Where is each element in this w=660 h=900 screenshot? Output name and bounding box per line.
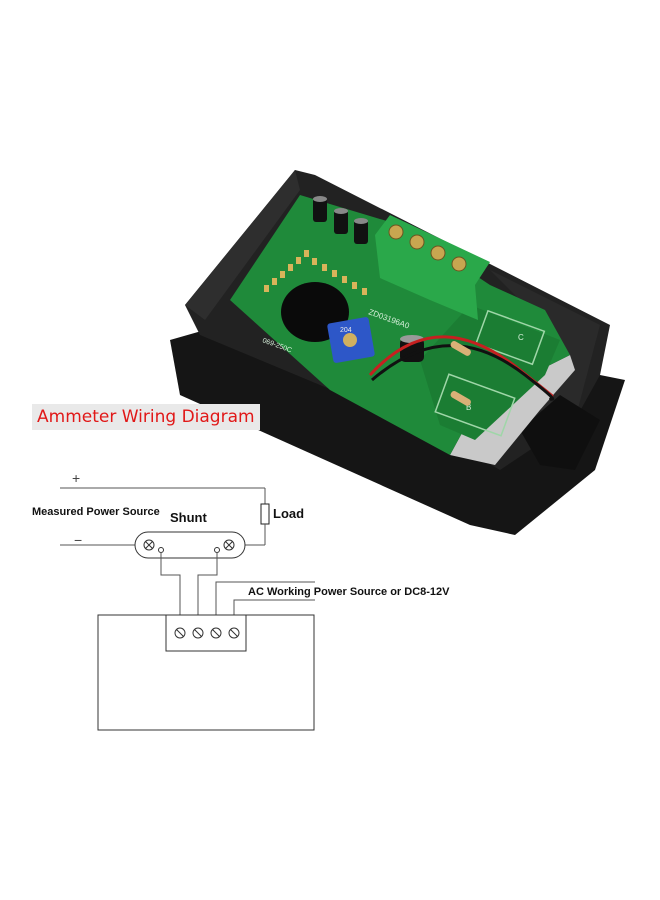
shunt-sense-point bbox=[158, 547, 164, 553]
terminal-screws bbox=[388, 224, 467, 272]
lcd-strip bbox=[450, 355, 575, 465]
screw-terminal-block bbox=[375, 215, 490, 320]
diagram-title: Ammeter Wiring Diagram bbox=[32, 404, 260, 430]
ac-power-source-label: AC Working Power Source or DC8-12V bbox=[248, 586, 450, 598]
pcb-section-b-box bbox=[434, 373, 516, 437]
pcb-section-b-label: B bbox=[466, 403, 471, 412]
load-label: Load bbox=[273, 506, 305, 521]
shunt-label: Shunt bbox=[170, 510, 207, 525]
wiring-diagram bbox=[60, 487, 315, 731]
meter-module-photo: C B 204 ZD03196A0 069-250C bbox=[170, 170, 625, 535]
sense-wire-right bbox=[197, 552, 218, 632]
shunt-terminal-screw bbox=[143, 539, 155, 551]
pcb-section-c-label: C bbox=[518, 333, 524, 342]
meter-terminal-screws bbox=[174, 627, 240, 639]
case-wall-left bbox=[185, 170, 300, 320]
pin-header bbox=[264, 250, 367, 295]
trimmer-label: 204 bbox=[340, 327, 352, 334]
shunt-terminal-screw bbox=[223, 539, 235, 551]
shunt-body bbox=[134, 531, 246, 559]
trimmer-screw bbox=[343, 333, 357, 347]
sense-wire-left bbox=[160, 552, 181, 632]
negative-sign: − bbox=[74, 532, 83, 548]
measured-power-source-label: Measured Power Source bbox=[32, 506, 160, 518]
pcb-section-c-box bbox=[475, 309, 546, 366]
resistor bbox=[450, 340, 471, 356]
resistor bbox=[450, 391, 471, 406]
black-wire bbox=[371, 344, 555, 402]
case-clip bbox=[520, 395, 600, 470]
shunt-sense-point bbox=[214, 547, 220, 553]
positive-sign: + bbox=[72, 470, 81, 486]
load-resistor bbox=[260, 503, 270, 525]
case-wall-right bbox=[490, 270, 600, 420]
